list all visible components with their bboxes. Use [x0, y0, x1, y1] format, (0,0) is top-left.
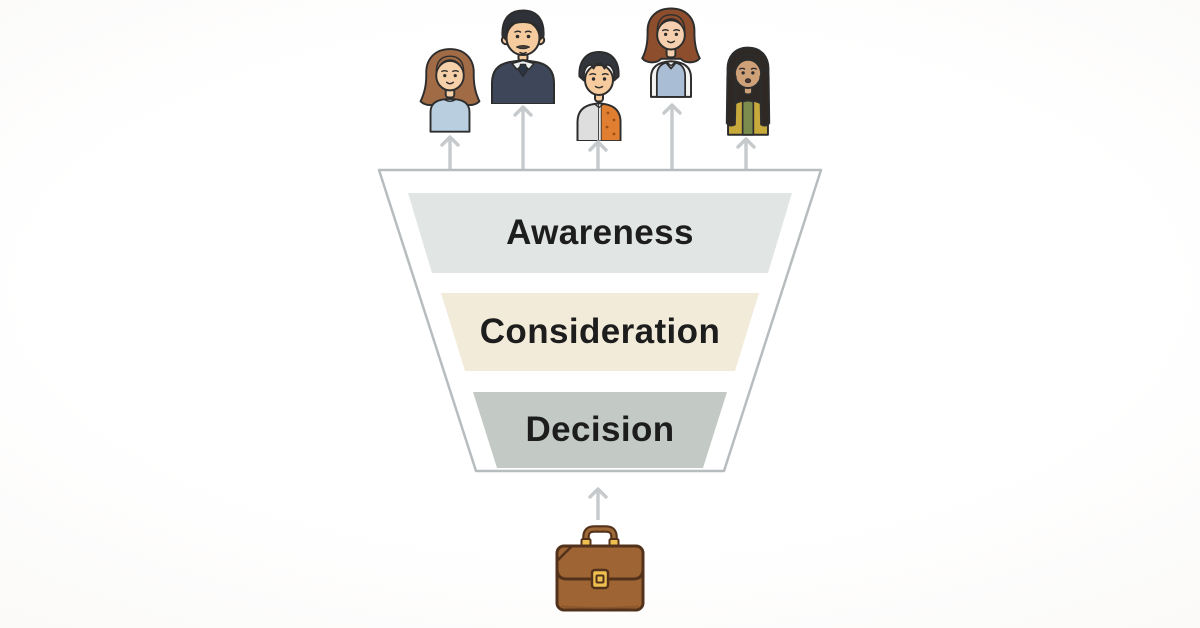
face — [584, 64, 614, 96]
bangs — [435, 55, 465, 74]
hair — [578, 51, 620, 82]
placket — [598, 103, 602, 141]
stage-consideration-label: Consideration — [479, 312, 721, 351]
hair-strand-right — [759, 67, 771, 127]
stage-awareness-label: Awareness — [506, 213, 694, 252]
arrow-up-5-icon — [736, 137, 756, 172]
face — [505, 20, 541, 56]
arrow-up-4-icon — [662, 103, 682, 172]
face — [656, 19, 686, 51]
stage-decision-band — [473, 392, 727, 468]
stage-consideration-band — [441, 293, 759, 371]
stage-decision-label: Decision — [525, 410, 675, 449]
torso — [491, 59, 555, 104]
shirt-pattern — [605, 111, 616, 136]
hair-strand-left — [725, 67, 737, 127]
stage-awareness-band — [408, 193, 792, 273]
avatar-man-two-tone-shirt-icon — [576, 51, 622, 141]
arrow-up-2-icon — [513, 105, 533, 172]
arrow-up-3-icon — [588, 140, 608, 172]
mustache — [516, 45, 530, 50]
avatar-woman-wavy-brown-hair-icon — [419, 48, 481, 133]
bangs — [734, 53, 762, 72]
flap-fold — [556, 545, 573, 562]
hair — [501, 9, 545, 41]
arrow-up-bottom-icon — [588, 487, 608, 520]
tie — [518, 63, 528, 78]
arrow-up-1-icon — [440, 135, 460, 172]
briefcase-icon — [555, 525, 645, 612]
bangs — [656, 14, 686, 33]
buckle-inner — [595, 574, 605, 584]
buckle — [590, 568, 610, 590]
face — [435, 59, 465, 92]
mouth — [744, 78, 752, 84]
torso — [429, 97, 471, 133]
avatar-woman-curly-hair-vest-icon — [641, 7, 701, 98]
torso-orange — [599, 102, 622, 141]
vest — [655, 61, 687, 98]
collar — [511, 59, 535, 71]
avatar-man-suit-tie-icon — [491, 9, 555, 104]
funnel — [377, 168, 823, 473]
inner-top — [741, 99, 755, 136]
avatar-woman-long-dark-hair-icon — [725, 46, 771, 136]
